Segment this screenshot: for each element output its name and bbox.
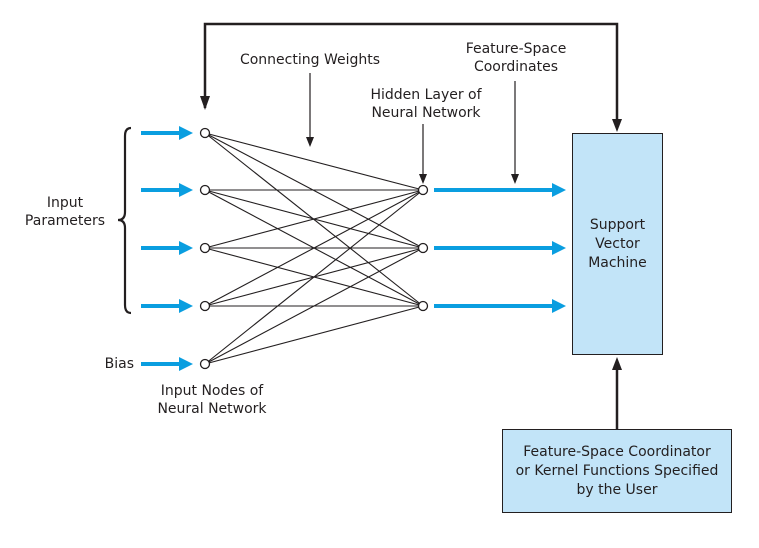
input-arrow-in1-head	[179, 126, 193, 140]
feature-space-coordinates-label: Feature-Space Coordinates	[446, 40, 586, 76]
feedback-arrowhead-input	[200, 96, 210, 110]
input-parameters-line-1: Input	[46, 195, 84, 211]
feature-space-pointer-head	[511, 174, 519, 184]
kernel-to-svm-arrowhead	[612, 357, 622, 370]
output-arrow-h1-head	[552, 183, 566, 197]
hidden-node-h1	[417, 184, 429, 196]
feedback-line	[203, 22, 619, 120]
input-node-in2	[199, 184, 211, 196]
weight-edge-in3-h1	[204, 189, 424, 249]
input-arrows	[141, 126, 193, 371]
hidden-layer-label: Hidden Layer of Neural Network	[356, 86, 496, 122]
input-node-bias	[199, 358, 211, 370]
svm-line-2: Vector	[595, 235, 640, 252]
input-nodes-line-1: Input Nodes of	[160, 383, 264, 399]
hidden-layer-pointer-head	[419, 174, 427, 184]
svm-line-3: Machine	[588, 254, 647, 271]
weight-edge-bias-h2	[204, 247, 424, 365]
hidden-layer-line-2: Neural Network	[371, 105, 481, 121]
feature-space-coordinates-line-1: Feature-Space	[465, 41, 567, 57]
input-nodes-line-2: Neural Network	[157, 401, 267, 417]
network-nodes	[199, 127, 429, 370]
svm-line-1: Support	[589, 216, 646, 233]
input-arrow-in4-head	[179, 299, 193, 313]
feedback-arrowhead-svm	[612, 119, 622, 132]
weight-edge-in1-h1	[204, 132, 424, 191]
hidden-node-h3	[417, 300, 429, 312]
input-nodes-label: Input Nodes of Neural Network	[142, 382, 282, 418]
output-arrow-h3-head	[552, 299, 566, 313]
feature-space-coordinates-line-2: Coordinates	[473, 59, 559, 75]
input-arrow-in2-head	[179, 183, 193, 197]
input-brace	[117, 126, 132, 315]
kernel-line-1: Feature-Space Coordinator	[523, 443, 711, 460]
input-parameters-label: Input Parameters	[20, 194, 110, 230]
hidden-node-h2	[417, 242, 429, 254]
label-pointers	[306, 73, 519, 184]
input-node-in3	[199, 242, 211, 254]
bias-label: Bias	[104, 356, 134, 372]
input-arrow-bias-head	[179, 357, 193, 371]
feedback-loop	[200, 22, 622, 132]
weight-edge-bias-h1	[204, 189, 424, 365]
input-node-in4	[199, 300, 211, 312]
kernel-line-2: or Kernel Functions Specified	[515, 462, 719, 479]
weight-edge-in4-h1	[204, 189, 424, 307]
hidden-layer-line-1: Hidden Layer of	[370, 87, 482, 103]
input-parameters-line-2: Parameters	[24, 213, 106, 229]
input-arrow-in3-head	[179, 241, 193, 255]
connecting-weights-pointer-head	[306, 137, 314, 147]
kernel-function-box: Feature-Space Coordinator or Kernel Func…	[502, 429, 732, 513]
output-arrow-h2-head	[552, 241, 566, 255]
weight-edge-bias-h3	[204, 305, 424, 365]
hidden-output-arrows	[434, 183, 622, 429]
support-vector-machine-box: Support Vector Machine	[572, 133, 663, 355]
kernel-line-3: by the User	[576, 481, 658, 498]
weight-connections	[204, 132, 424, 365]
input-parameters-brace	[117, 126, 132, 315]
input-node-in1	[199, 127, 211, 139]
connecting-weights-label: Connecting Weights	[239, 52, 381, 68]
